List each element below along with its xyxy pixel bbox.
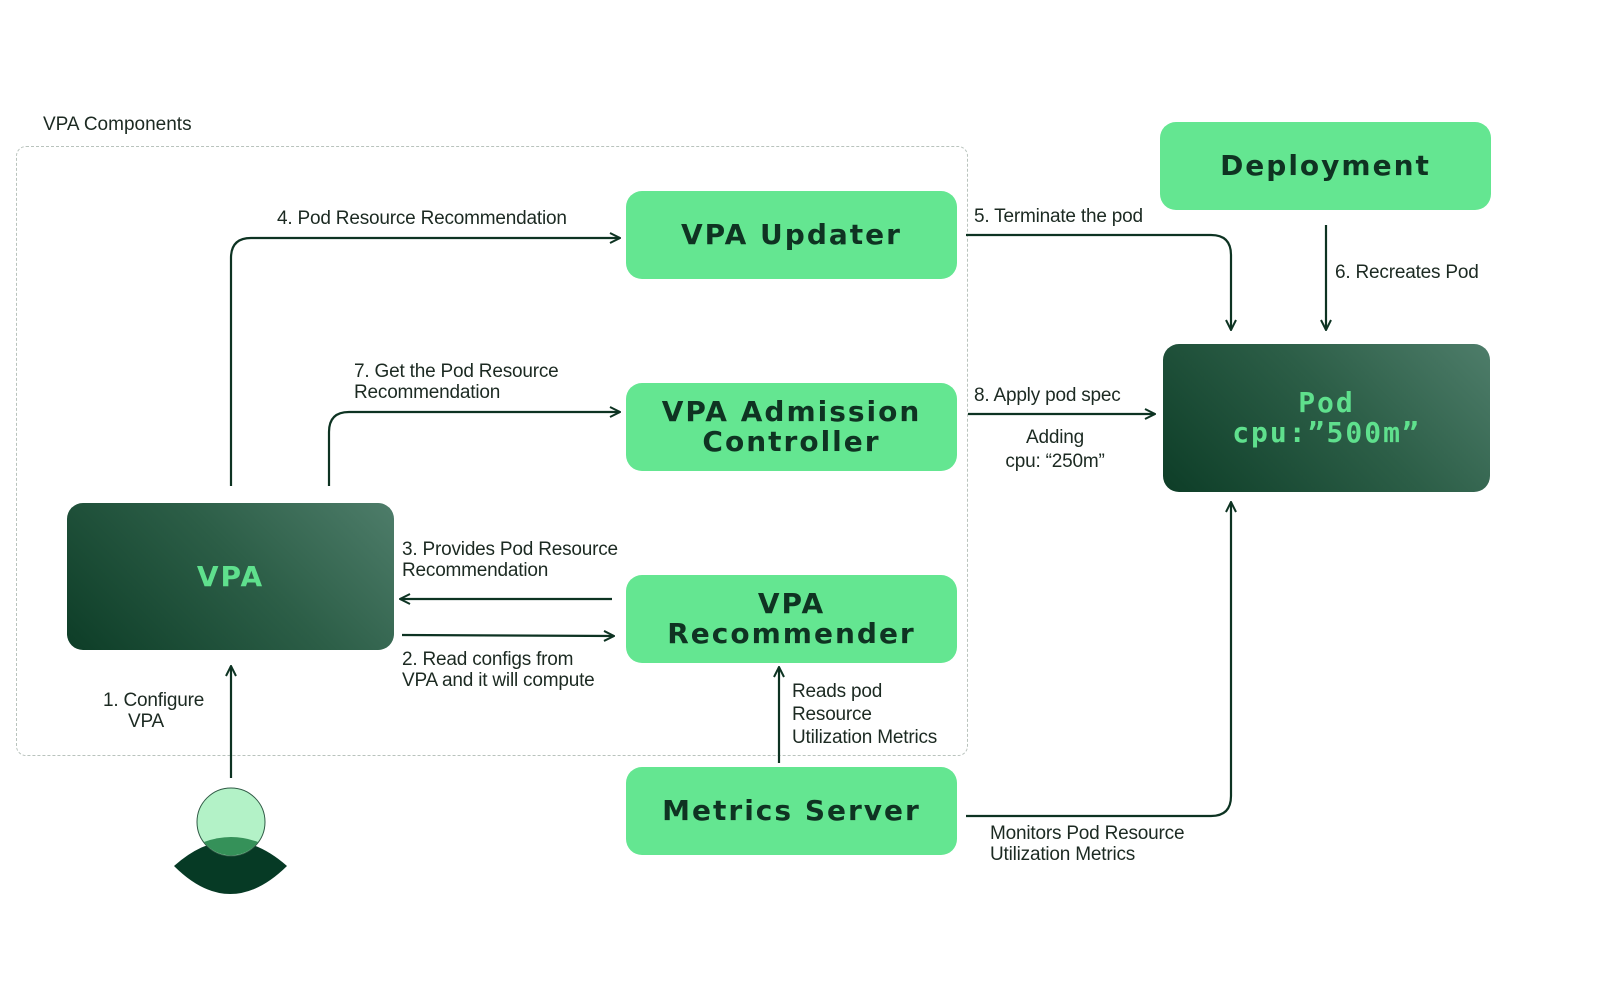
edge-reads-metrics-label: Reads pod Resource Utilization Metrics [792, 680, 937, 749]
user-icon [174, 787, 287, 894]
monitors-line1: Monitors Pod Resource [990, 823, 1185, 844]
edge-8-sublabel-line1: Adding [1026, 427, 1084, 448]
edge-1-label: 1. Configure VPA [103, 690, 204, 732]
edge-2-label: 2. Read configs from VPA and it will com… [402, 649, 595, 691]
reads-metrics-line2: Resource [792, 704, 872, 725]
vpa-admission-controller-label-line2: Controller [702, 425, 881, 458]
edge-5-label: 5. Terminate the pod [974, 206, 1143, 227]
metrics-server-node[interactable]: Metrics Server [626, 767, 957, 855]
edge-8-sublabel: Adding cpu: “250m” [996, 426, 1114, 474]
vpa-updater-label: VPA Updater [681, 218, 902, 251]
deployment-node[interactable]: Deployment [1160, 122, 1491, 210]
reads-metrics-line1: Reads pod [792, 681, 883, 702]
vpa-admission-controller-node[interactable]: VPA Admission Controller [626, 383, 957, 471]
vpa-recommender-label-line1: VPA [757, 587, 826, 620]
vpa-updater-node[interactable]: VPA Updater [626, 191, 957, 279]
edge-3-label: 3. Provides Pod Resource Recommendation [402, 539, 618, 581]
edge-monitors-label: Monitors Pod Resource Utilization Metric… [990, 823, 1185, 865]
pod-cpu-label: cpu:”500m” [1232, 416, 1421, 449]
edge-7-label: 7. Get the Pod Resource Recommendation [354, 361, 559, 403]
deployment-label: Deployment [1220, 149, 1431, 182]
metrics-server-label: Metrics Server [662, 794, 921, 827]
vpa-label: VPA [196, 559, 265, 593]
edge-4-label: 4. Pod Resource Recommendation [277, 208, 567, 229]
edge-8-label: 8. Apply pod spec [974, 385, 1121, 406]
edge-3-label-line1: 3. Provides Pod Resource [402, 539, 618, 560]
vpa-components-group [16, 146, 968, 756]
reads-metrics-line3: Utilization Metrics [792, 727, 938, 748]
group-label: VPA Components [43, 114, 192, 135]
edge-8-sublabel-line2: cpu: “250m” [1005, 451, 1105, 472]
edge-5-arrow [966, 233, 1231, 330]
pod-node[interactable]: Pod cpu:”500m” [1163, 344, 1490, 492]
edge-7-arrow [327, 412, 620, 486]
edge-2-label-line1: 2. Read configs from [402, 649, 574, 670]
edge-7-label-line2: Recommendation [354, 382, 501, 403]
pod-label: Pod [1298, 386, 1355, 419]
vpa-recommender-label-line2: Recommender [667, 617, 916, 650]
vpa-recommender-node[interactable]: VPA Recommender [626, 575, 957, 663]
edge-4-arrow [229, 238, 620, 486]
edge-6-label: 6. Recreates Pod [1335, 262, 1479, 283]
edge-2-label-line2: VPA and it will compute [402, 670, 595, 691]
edge-1-label-line1: 1. Configure [103, 690, 205, 711]
edge-1-label-line2: VPA [128, 711, 165, 732]
edge-2-arrow [401, 635, 614, 636]
edge-monitors-arrow [966, 502, 1231, 818]
edge-3-label-line2: Recommendation [402, 560, 549, 581]
vpa-admission-controller-label-line1: VPA Admission [661, 395, 922, 428]
monitors-line2: Utilization Metrics [990, 844, 1136, 865]
edge-7-label-line1: 7. Get the Pod Resource [354, 361, 559, 382]
vpa-node[interactable]: VPA [67, 503, 394, 650]
